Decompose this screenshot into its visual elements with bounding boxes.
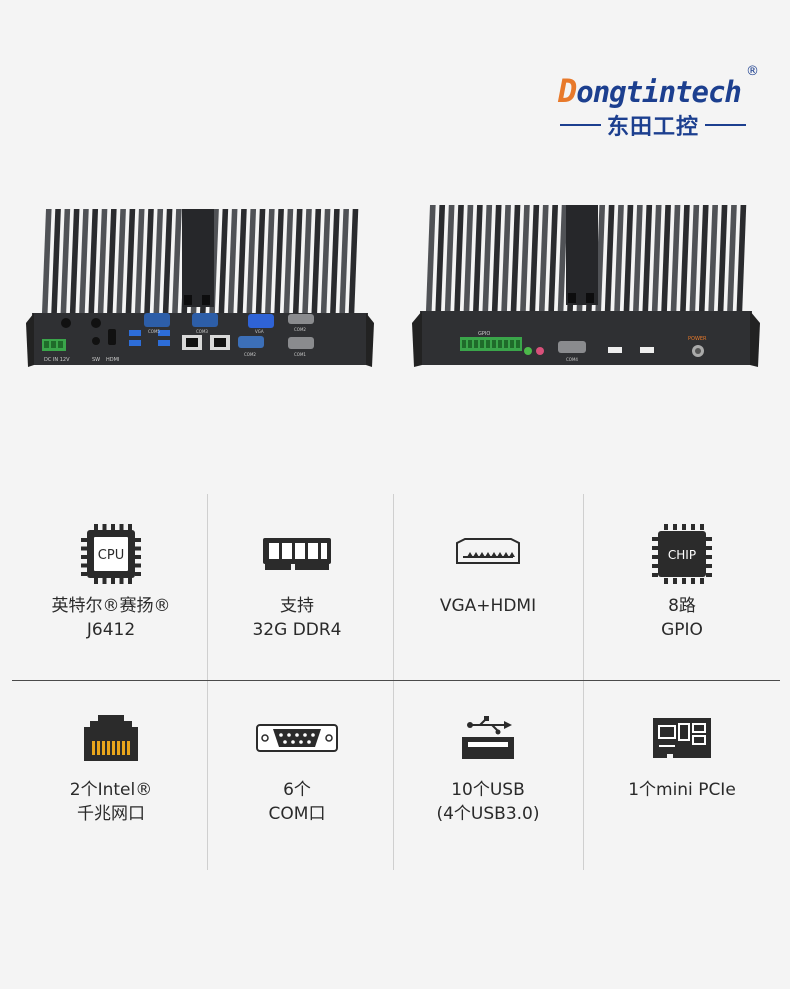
feature-ethernet-line1: 2个Intel® (69, 780, 153, 800)
cpu-icon: CPU (16, 524, 206, 584)
feature-usb-line2: (4个USB3.0) (436, 804, 540, 824)
rear-chassis-svg: GPIO COM4 POWER (412, 205, 760, 367)
feature-usb-line1: 10个USB (451, 780, 525, 800)
feature-com: 6个 COM口 (202, 708, 392, 826)
logo-chinese-row: 东田工控 (560, 110, 747, 140)
cpu-icon-text: CPU (98, 548, 124, 563)
label-com1: COM1 (294, 352, 306, 357)
label-vga: VGA (255, 329, 264, 334)
logo-line-left (560, 124, 601, 126)
label-com3: COM3 (196, 329, 208, 334)
feature-cpu-line2: J6412 (86, 620, 136, 640)
feature-usb: 10个USB (4个USB3.0) (393, 708, 583, 826)
front-chassis-svg: DC IN 12V SW HDMI COM5 COM3 VGA COM2 COM… (26, 209, 374, 367)
feature-mini-pcie-line1: 1个mini PCIe (628, 780, 736, 800)
feature-ethernet: 2个Intel® 千兆网口 (16, 708, 206, 826)
feature-memory: 支持 32G DDR4 (202, 524, 392, 642)
feature-display: VGA+HDMI (393, 524, 583, 618)
feature-cpu: CPU 英特尔®赛扬® J6412 (16, 524, 206, 642)
logo-registered-mark: ® (746, 64, 759, 79)
grid-divider-2 (393, 494, 394, 870)
feature-gpio-line2: GPIO (661, 620, 703, 640)
memory-icon (202, 524, 392, 584)
feature-gpio-line1: 8路 (668, 596, 696, 616)
feature-com-line1: 6个 (283, 780, 311, 800)
feature-memory-line1: 支持 (280, 596, 314, 616)
feature-cpu-line1: 英特尔®赛扬® (51, 596, 171, 616)
heatsink-center-bar (182, 209, 214, 307)
feature-memory-line2: 32G DDR4 (252, 620, 342, 640)
logo-english: Dongtintech (558, 72, 742, 110)
heatsink-center-bar-rear (566, 205, 598, 305)
feature-grid: CPU 英特尔®赛扬® J6412 支持 32G DDR4 (12, 494, 780, 870)
ethernet-port-icon (16, 708, 206, 768)
feature-ethernet-line2: 千兆网口 (77, 804, 145, 824)
mini-pcie-card-icon (587, 708, 777, 768)
feature-gpio: CHIP 8路 GPIO (587, 524, 777, 642)
logo-rest-text: ongtintech (576, 75, 742, 109)
label-com-mid-bottom: COM2 (244, 352, 256, 357)
logo-chinese: 东田工控 (607, 115, 700, 140)
label-com4: COM4 (566, 357, 578, 362)
grid-divider-1 (207, 494, 208, 870)
usb-icon (393, 708, 583, 768)
product-rear-view: GPIO COM4 POWER (412, 203, 760, 370)
label-hdmi: HDMI (106, 357, 119, 363)
feature-com-line2: COM口 (268, 804, 326, 824)
logo-first-letter: D (558, 72, 577, 110)
label-com5: COM5 (148, 329, 160, 334)
feature-display-line1: VGA+HDMI (439, 596, 537, 616)
rear-panel (420, 311, 752, 365)
logo-line-right (705, 124, 747, 126)
label-com-right-top: COM2 (294, 327, 306, 332)
hdmi-port-icon (393, 524, 583, 584)
chip-icon: CHIP (587, 524, 777, 584)
serial-port-icon (202, 708, 392, 768)
feature-mini-pcie: 1个mini PCIe (587, 708, 777, 802)
grid-divider-3 (583, 494, 584, 870)
brand-logo: Dongtintech ® 东田工控 (556, 64, 766, 144)
grid-divider-horizontal (12, 680, 780, 681)
label-gpio: GPIO (478, 331, 490, 337)
chip-icon-text: CHIP (668, 548, 696, 562)
label-dc-in: DC IN 12V (44, 357, 70, 363)
label-power: POWER (688, 336, 707, 342)
product-front-view: DC IN 12V SW HDMI COM5 COM3 VGA COM2 COM… (26, 205, 374, 370)
label-sw: SW (92, 357, 100, 363)
